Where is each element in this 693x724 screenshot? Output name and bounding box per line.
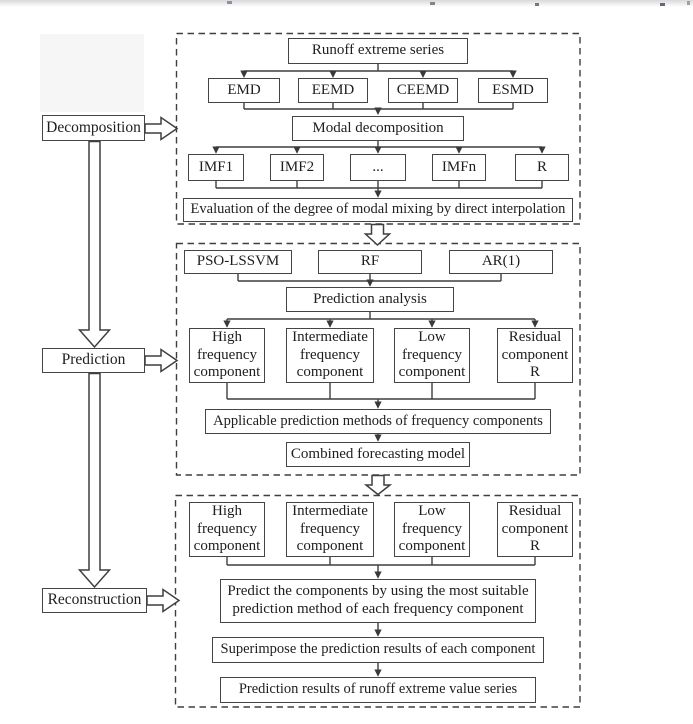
prediction-to-reconstruction-arrow — [77, 372, 112, 589]
panel2-to-panel3-arrow — [363, 474, 393, 496]
box-imf1: IMF1 — [188, 154, 244, 181]
box-prediction-results: Prediction results of runoff extreme val… — [220, 677, 536, 703]
box-runoff-extreme-series: Runoff extreme series — [288, 38, 468, 64]
box-ar1: AR(1) — [449, 250, 553, 274]
box-applicable-prediction-methods: Applicable prediction methods of frequen… — [205, 409, 551, 434]
box-ceemd: CEEMD — [388, 78, 458, 103]
page-top-shadow — [0, 0, 693, 7]
box-rf: RF — [318, 250, 422, 274]
box-pso-lssvm: PSO-LSSVM — [184, 250, 292, 274]
panel1-to-panel2-arrow — [363, 223, 392, 247]
box-intermediate-frequency-component: Intermediate frequency component — [286, 502, 374, 557]
scan-artifact — [535, 3, 539, 6]
box-high-frequency-component: High frequency component — [189, 328, 265, 383]
box-intermediate-frequency-component: Intermediate frequency component — [286, 328, 374, 383]
box-imf2: IMF2 — [270, 154, 324, 181]
prediction-stage-arrow — [144, 348, 179, 373]
box-esmd: ESMD — [478, 78, 548, 103]
decomposition-stage-arrow — [144, 116, 179, 141]
box-combined-forecasting-model: Combined forecasting model — [286, 442, 470, 467]
box-predict-components: Predict the components by using the most… — [220, 579, 536, 623]
stage-label-decomposition: Decomposition — [42, 115, 145, 141]
box-imfn: IMFn — [432, 154, 486, 181]
box-low-frequency-component: Low frequency component — [394, 502, 470, 557]
box-imf-ellipsis: ... — [350, 154, 406, 181]
scan-artifact — [687, 1, 690, 5]
reconstruction-connectors — [226, 557, 536, 566]
box-residual-component-r: Residual component R — [497, 502, 573, 557]
box-residual-r: R — [515, 154, 569, 181]
scan-artifact — [660, 3, 665, 6]
stage-label-reconstruction: Reconstruction — [42, 588, 147, 613]
box-emd: EMD — [208, 78, 280, 103]
box-eemd: EEMD — [298, 78, 368, 103]
box-high-frequency-component: High frequency component — [189, 502, 265, 557]
box-residual-component-r: Residual component R — [497, 328, 573, 383]
box-evaluation-modal-mixing: Evaluation of the degree of modal mixing… — [183, 198, 573, 222]
decomposition-to-prediction-arrow — [77, 140, 112, 349]
scan-artifact — [227, 1, 232, 4]
box-modal-decomposition: Modal decomposition — [292, 116, 464, 141]
box-prediction-analysis: Prediction analysis — [286, 287, 454, 312]
box-low-frequency-component: Low frequency component — [394, 328, 470, 383]
reconstruction-stage-arrow — [146, 588, 181, 613]
scan-shading-artifact — [40, 34, 144, 112]
stage-label-prediction: Prediction — [42, 348, 145, 373]
scan-artifact — [430, 2, 435, 5]
box-superimpose-results: Superimpose the prediction results of ea… — [212, 637, 544, 663]
